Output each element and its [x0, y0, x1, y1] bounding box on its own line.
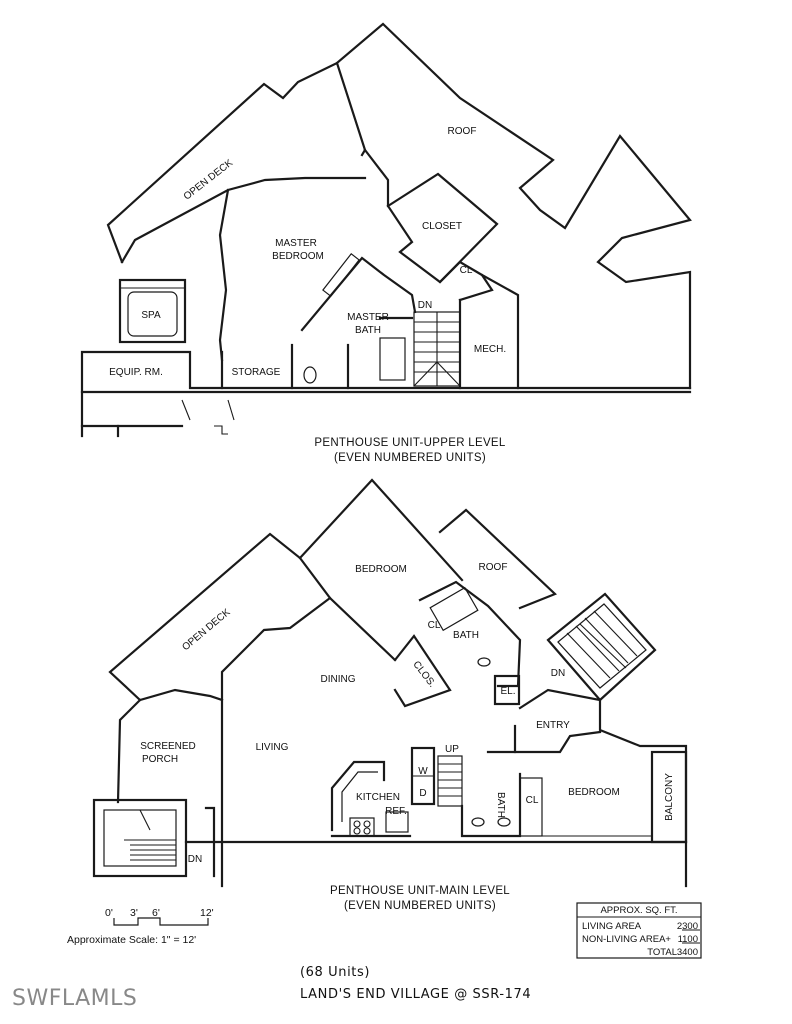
main-kitchen: [330, 760, 412, 838]
upper-post-2: [214, 425, 228, 435]
upper-roof-wall: [335, 22, 692, 390]
upper-dn-label: DN: [418, 300, 432, 311]
scale-tick-0: 0': [105, 907, 113, 919]
main-dryer-label: D: [419, 788, 426, 799]
area-row-nonliving-value: 1100: [678, 934, 698, 945]
upper-deck-inner-wall: [120, 176, 367, 264]
upper-level-plan: OPEN DECK ROOF CLOSET MASTER BEDROOM CL …: [80, 22, 692, 464]
upper-caption-line-2: (EVEN NUMBERED UNITS): [334, 452, 486, 464]
main-washer-label: W: [418, 766, 428, 777]
main-dining-label: DINING: [321, 674, 356, 685]
upper-bottom-wall: [80, 350, 692, 438]
upper-tub: [379, 337, 406, 381]
upper-toilet: [303, 366, 317, 384]
main-bedroom-top-label: BEDROOM: [355, 564, 407, 575]
upper-open-deck-wall: [106, 61, 367, 264]
main-center-stair: [437, 755, 463, 807]
main-dn-right-label: DN: [551, 668, 565, 679]
area-row-total-label: TOTAL: [647, 947, 677, 958]
main-living-label: LIVING: [256, 742, 289, 753]
main-porch-wall: [116, 698, 142, 804]
upper-mech-label: MECH.: [474, 344, 506, 355]
upper-storage-label: STORAGE: [232, 367, 281, 378]
main-bedroom-wall: [298, 478, 464, 582]
main-porch-door-wall: [204, 806, 216, 878]
upper-master-bath-label-1: MASTER: [347, 312, 389, 323]
footer-units: (68 Units): [300, 965, 370, 980]
area-row-total-value: 3400: [677, 947, 698, 958]
main-open-deck-label: OPEN DECK: [180, 607, 232, 653]
upper-roof-label: ROOF: [448, 126, 477, 137]
main-screened-porch-label-2: PORCH: [142, 754, 178, 765]
upper-mech-wall: [480, 273, 520, 390]
main-cl-bottom-label: CL: [526, 795, 539, 806]
main-right-stair: [546, 592, 657, 702]
scale-label: Approximate Scale: 1" = 12': [67, 934, 196, 946]
main-roof-label: ROOF: [479, 562, 508, 573]
area-row-living-label: LIVING AREA: [582, 921, 642, 932]
main-balcony-label: BALCONY: [664, 773, 675, 821]
upper-equip-rm-label: EQUIP. RM.: [109, 367, 163, 378]
main-bedroom-bottom-label: BEDROOM: [568, 787, 620, 798]
area-table: APPROX. SQ. FT. LIVING AREA 2300 NON-LIV…: [576, 902, 702, 959]
upper-cl-label: CL: [460, 265, 473, 276]
scale-tick-6: 6': [152, 907, 160, 919]
scale-bar: 0' 3' 6' 12' Approximate Scale: 1" = 12': [67, 907, 214, 946]
upper-master-bedroom-label-1: MASTER: [275, 238, 317, 249]
main-bath-top-label: BATH: [453, 630, 479, 641]
main-caption-line-2: (EVEN NUMBERED UNITS): [344, 900, 496, 912]
upper-spa: [118, 278, 187, 344]
main-entry-label: ENTRY: [536, 720, 570, 731]
upper-bedroom-west-wall: [218, 188, 230, 362]
main-entry-wall: [518, 688, 688, 888]
main-el-label: EL.: [500, 686, 515, 697]
upper-master-bedroom-wall: [363, 148, 390, 208]
upper-vanity: [322, 252, 360, 298]
main-caption-line-1: PENTHOUSE UNIT-MAIN LEVEL: [330, 885, 510, 897]
upper-door-swing-2: [227, 399, 235, 421]
main-left-stair: [92, 798, 188, 878]
main-dn-left-label: DN: [188, 854, 202, 865]
main-dining-wall: [220, 596, 332, 888]
watermark: SWFLAMLS: [12, 986, 137, 1011]
upper-stair: [413, 311, 461, 387]
main-clos-wall: [393, 634, 452, 708]
main-bottom-closet: [519, 777, 543, 837]
main-bath-bottom-label: BATH: [495, 792, 506, 818]
area-row-nonliving-label: NON-LIVING AREA+: [582, 934, 671, 945]
upper-master-bedroom-label-2: BEDROOM: [272, 251, 324, 262]
main-bottom-toilet: [471, 817, 485, 827]
upper-spa-label: SPA: [141, 310, 161, 321]
upper-door-swing: [181, 399, 191, 421]
upper-closet-label: CLOSET: [422, 221, 462, 232]
main-cl-label: CL: [428, 620, 441, 631]
main-bath-toilet: [477, 657, 491, 667]
main-elevator: [493, 674, 521, 706]
main-deck-inner-wall: [138, 688, 224, 702]
upper-caption-line-1: PENTHOUSE UNIT-UPPER LEVEL: [314, 437, 506, 449]
main-ref-label: REF.: [385, 806, 407, 817]
main-tub: [429, 586, 479, 632]
main-kitchen-label: KITCHEN: [356, 792, 400, 803]
main-roof-wall: [438, 508, 558, 610]
main-bottom-sink: [497, 817, 511, 827]
main-bath-wall: [418, 580, 522, 688]
area-row-living-value: 2300: [677, 921, 698, 932]
main-screened-porch-label-1: SCREENED: [140, 741, 196, 752]
upper-master-bath-label-2: BATH: [355, 325, 381, 336]
scale-tick-3: 3': [130, 907, 138, 919]
main-bath-bottom-wall: [460, 772, 522, 838]
main-up-label: UP: [445, 744, 459, 755]
area-table-title: APPROX. SQ. FT.: [600, 905, 677, 916]
scale-tick-12: 12': [200, 907, 214, 919]
footer-project: LAND'S END VILLAGE @ SSR-174: [300, 987, 531, 1002]
main-level-plan: BEDROOM ROOF CL BATH OPEN DECK CLOS. DIN…: [92, 478, 688, 912]
main-open-deck-wall: [108, 532, 302, 702]
main-entry-wall-2: [486, 730, 602, 754]
